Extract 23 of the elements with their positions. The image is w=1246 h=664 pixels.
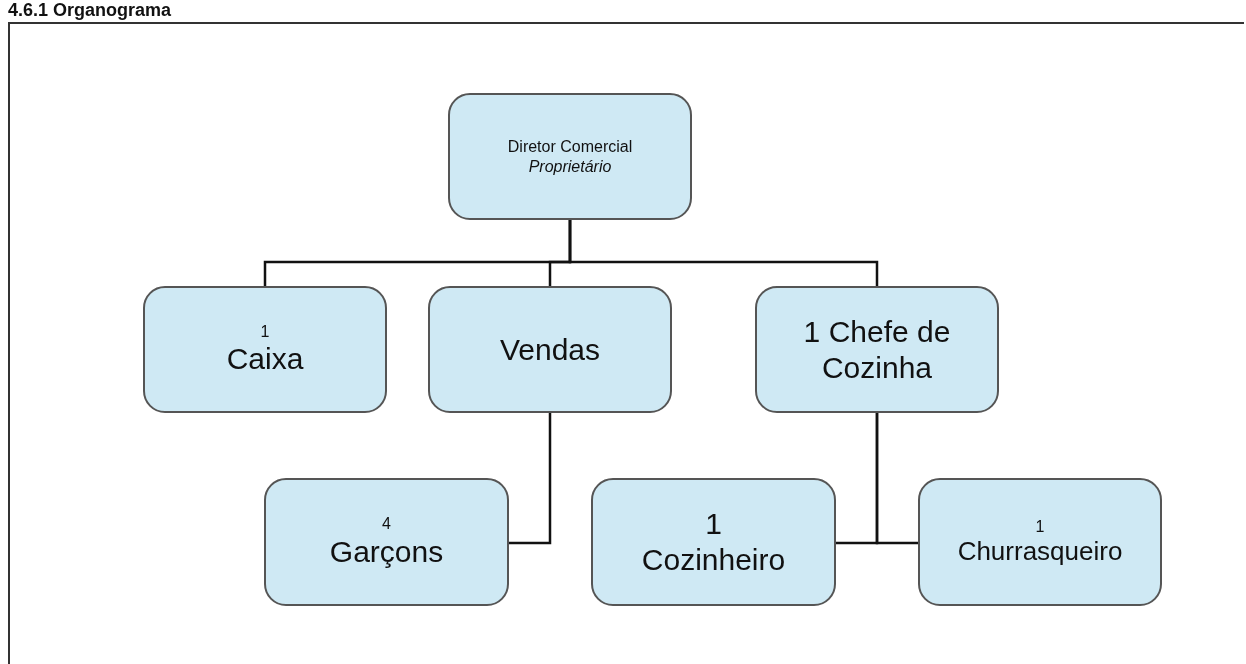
box-label: 1 — [260, 321, 270, 342]
connector-line — [875, 413, 918, 545]
box-label: 1 Chefe de Cozinha — [802, 313, 952, 386]
box-label: Garçons — [329, 533, 444, 570]
box-label: Churrasqueiro — [957, 536, 1123, 568]
org-box — [755, 286, 999, 413]
box-label: Diretor Comercial — [507, 137, 633, 157]
title: 4.6.1 Organograma — [8, 0, 172, 21]
box-label: Proprietário — [528, 156, 612, 176]
box-label: 1 — [705, 506, 722, 542]
connector-line — [568, 220, 879, 286]
connector-line — [509, 413, 552, 545]
org-box — [918, 478, 1162, 606]
org-box — [143, 286, 387, 413]
org-box — [264, 478, 509, 606]
box-label: 4 — [382, 514, 391, 534]
box-label: 1 — [1035, 516, 1045, 536]
box-label: Vendas — [499, 331, 601, 368]
org-box — [428, 286, 672, 413]
box-label: Cozinheiro — [641, 542, 786, 578]
org-box — [591, 478, 836, 606]
org-box — [448, 93, 692, 220]
box-label: Caixa — [226, 341, 304, 378]
